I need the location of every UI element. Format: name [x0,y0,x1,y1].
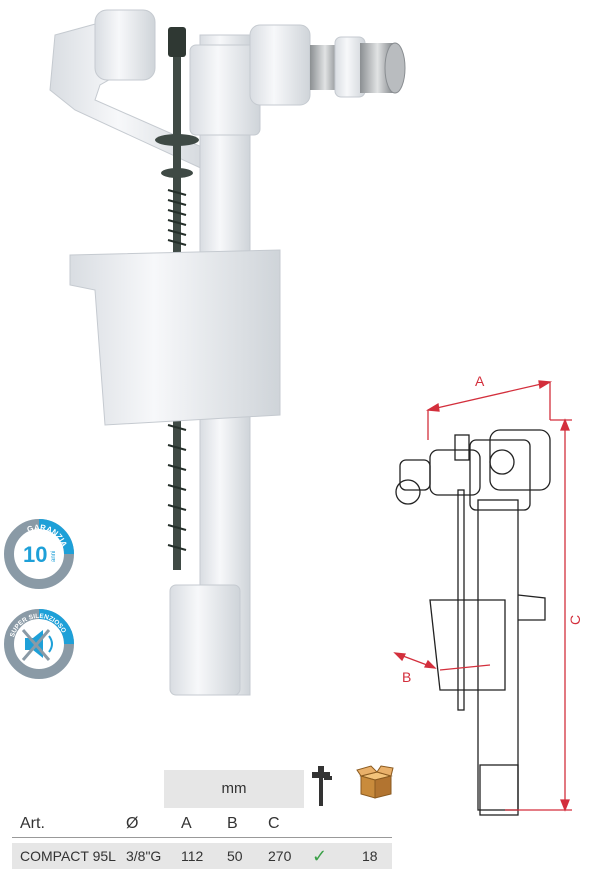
product-photo [49,9,406,696]
column-b: B [227,814,238,832]
dimension-b-label: B [402,669,411,685]
cell-quantity: 18 [362,848,378,864]
cell-a: 112 [181,848,204,864]
dimension-c-label: C [567,615,583,625]
warranty-number: 10 [23,542,47,567]
warranty-unit: anni [51,551,57,562]
speaker-muted-icon [21,629,53,661]
dimension-a-label: A [475,373,485,389]
column-art: Art. [20,814,45,832]
cell-art: COMPACT 95L [20,848,116,864]
silent-badge: SUPER SILENZIOSO [4,609,74,679]
box-icon [356,765,394,799]
table-row: COMPACT 95L 3/8"G 112 50 270 ✓ 18 [12,843,392,869]
cell-b: 50 [227,848,243,864]
column-a: A [181,814,192,832]
cell-diameter: 3/8"G [126,848,162,864]
cell-c: 270 [268,848,292,864]
table-header-row: Art. Ø A B C [12,810,392,838]
column-c: C [268,814,280,832]
warranty-badge: GARANZIA 10 anni [4,519,74,589]
unit-header: mm [164,770,304,808]
technical-drawing: A B C [393,373,583,816]
check-icon: ✓ [312,845,328,866]
column-diameter: Ø [126,814,139,832]
valve-icon [312,766,332,806]
